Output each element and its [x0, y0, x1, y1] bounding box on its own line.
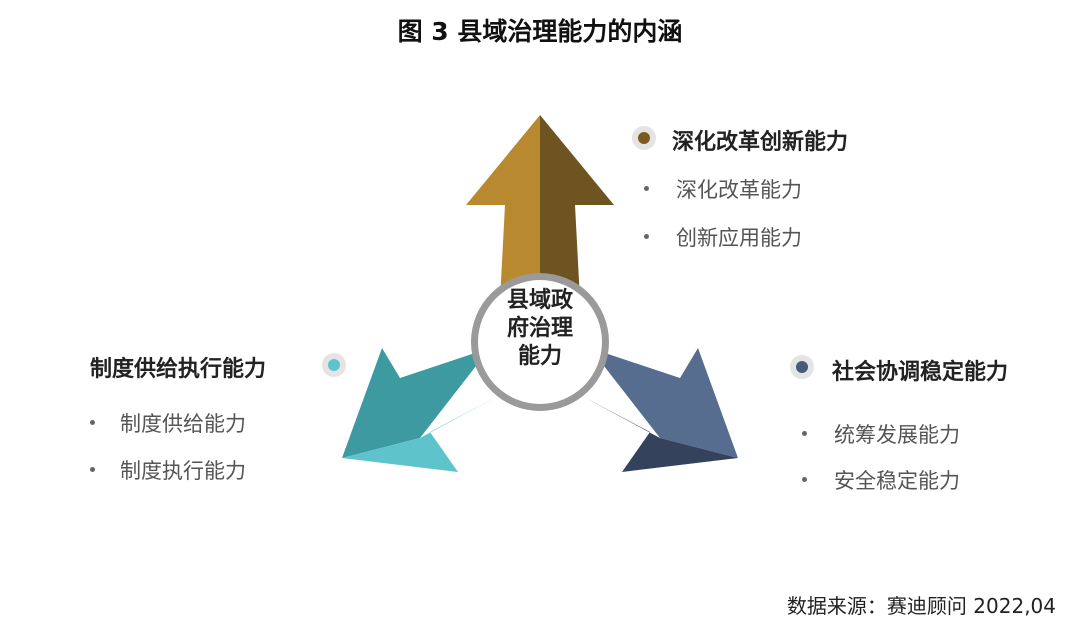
diagram-title: 图 3 县域治理能力的内涵 [397, 17, 683, 46]
group-item: 深化改革能力 [676, 178, 802, 202]
left-arrow-light-half [342, 395, 500, 472]
group-item: 安全稳定能力 [834, 469, 960, 493]
right-arrow [580, 348, 738, 472]
group-dot-top-right [632, 126, 656, 150]
center-label-line: 能力 [517, 344, 562, 370]
bullet-icon [802, 477, 807, 482]
bullet-icon [802, 431, 807, 436]
group-dot-inner [638, 132, 650, 144]
center-label: 县域政 府治理 能力 [478, 287, 602, 371]
up-arrow-light-half [466, 115, 540, 300]
group-dot-left [322, 353, 346, 377]
group-item: 统筹发展能力 [834, 423, 960, 447]
group-item: 制度供给能力 [120, 412, 246, 436]
right-arrow-dark-half [580, 395, 738, 472]
center-label-line: 府治理 [506, 316, 573, 342]
bullet-icon [644, 234, 649, 239]
bullet-icon [90, 467, 95, 472]
group-dot-inner [796, 361, 808, 373]
group-item: 制度执行能力 [120, 459, 246, 483]
group-title-institution-supply: 制度供给执行能力 [90, 357, 267, 382]
center-circle-inner [478, 280, 602, 404]
group-title-social-coordination: 社会协调稳定能力 [832, 360, 1009, 385]
right-arrow-light-half [590, 348, 738, 458]
left-arrow-dark-half [342, 348, 490, 458]
group-title-reform-innovation: 深化改革创新能力 [672, 130, 849, 155]
source-note: 数据来源：赛迪顾问 2022,04 [786, 594, 1056, 618]
up-arrow [466, 115, 614, 300]
group-dot-right [790, 355, 814, 379]
group-item: 创新应用能力 [676, 226, 802, 250]
up-arrow-dark-half [540, 115, 614, 300]
bullet-icon [90, 420, 95, 425]
bullet-icon [644, 186, 649, 191]
group-dot-inner [328, 359, 340, 371]
center-label-line: 县域政 [506, 288, 573, 313]
left-arrow [342, 348, 500, 472]
